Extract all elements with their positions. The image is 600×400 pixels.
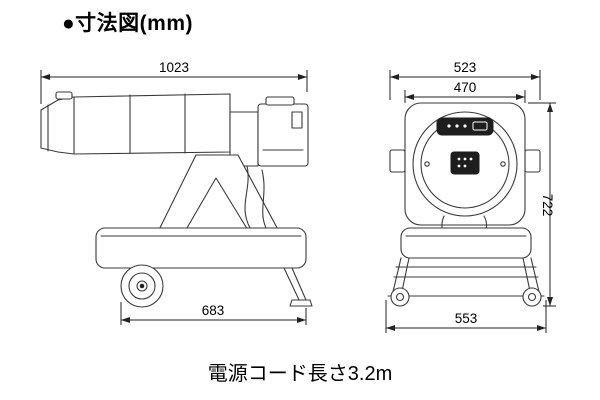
front-body-width-label: 470 (454, 80, 477, 95)
side-base-length-label: 683 (202, 303, 225, 318)
page-title: ●寸法図(mm) (62, 12, 194, 35)
control-box (257, 103, 309, 167)
side-view: 1023 683 (40, 60, 313, 325)
caster-wheels (390, 287, 542, 307)
dim-front-overall-width: 523 (389, 60, 541, 100)
front-overall-height-label: 722 (540, 194, 555, 217)
dim-side-base-length: 683 (120, 302, 307, 325)
center-badge (450, 151, 480, 175)
dim-front-base-width: 553 (385, 300, 547, 333)
dim-front-body-width: 470 (404, 80, 526, 103)
base-frame (387, 257, 545, 297)
side-overall-length-label: 1023 (159, 60, 189, 75)
front-base-width-label: 553 (455, 311, 478, 326)
dim-side-overall-length: 1023 (40, 60, 308, 104)
front-view-machine (387, 102, 545, 307)
fuel-tank (95, 227, 307, 269)
front-view: 523 470 722 (385, 60, 556, 333)
front-overall-width-label: 523 (454, 60, 477, 75)
power-cord-note: 電源コード長さ3.2m (207, 363, 393, 385)
dim-front-overall-height: 722 (528, 102, 556, 307)
wheel (120, 264, 164, 308)
side-view-machine (40, 91, 313, 308)
